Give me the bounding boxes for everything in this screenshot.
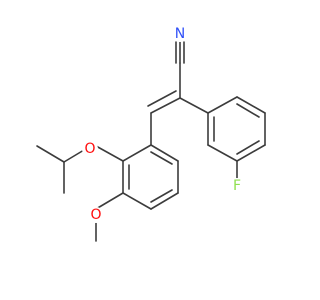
isopropyl-ch-to-ch3-left-bond xyxy=(36,145,65,163)
alkene-double-bond-line-2 xyxy=(147,90,177,107)
ring-to-isopropoxy-o-bond xyxy=(95,145,124,162)
atom-label-layer: N O O F xyxy=(82,26,245,223)
left-ring-bond-1 xyxy=(122,144,152,162)
nitrile-nitrogen-label: N xyxy=(175,26,185,42)
isopropoxy-oxygen-label: O xyxy=(84,141,95,157)
right-ring-inner-double-2 xyxy=(236,140,260,155)
alkene-double-bond-line-1 xyxy=(150,97,181,114)
isopropoxy-o-to-ch-bond xyxy=(63,149,85,163)
ring-to-methoxy-o-bond xyxy=(95,192,124,210)
left-ring-bond-3 xyxy=(122,192,152,210)
isopropoxy-oxygen-label-background xyxy=(82,141,98,157)
fluorine-label: F xyxy=(233,178,241,194)
right-ring-bond-2 xyxy=(236,96,266,114)
right-ring-inner-double-1 xyxy=(236,103,260,118)
bond-layer xyxy=(36,41,266,242)
molecule-structure-diagram: N O O F xyxy=(36,26,266,242)
methoxy-oxygen-label: O xyxy=(90,207,101,223)
nitrogen-label-background xyxy=(172,26,188,42)
left-ring-bond-4 xyxy=(150,192,179,210)
fluorine-label-background xyxy=(229,178,245,194)
right-ring-bond-1 xyxy=(207,96,238,114)
alpha-carbon-to-right-ring-bond xyxy=(179,97,209,114)
left-ring-inner-double-2 xyxy=(150,189,173,203)
right-ring-bond-4 xyxy=(236,144,266,162)
right-ring-bond-5 xyxy=(207,144,238,162)
left-ring-inner-double-3 xyxy=(150,151,173,165)
methoxy-oxygen-label-background xyxy=(88,207,104,223)
left-ring-bond-6 xyxy=(150,144,179,162)
